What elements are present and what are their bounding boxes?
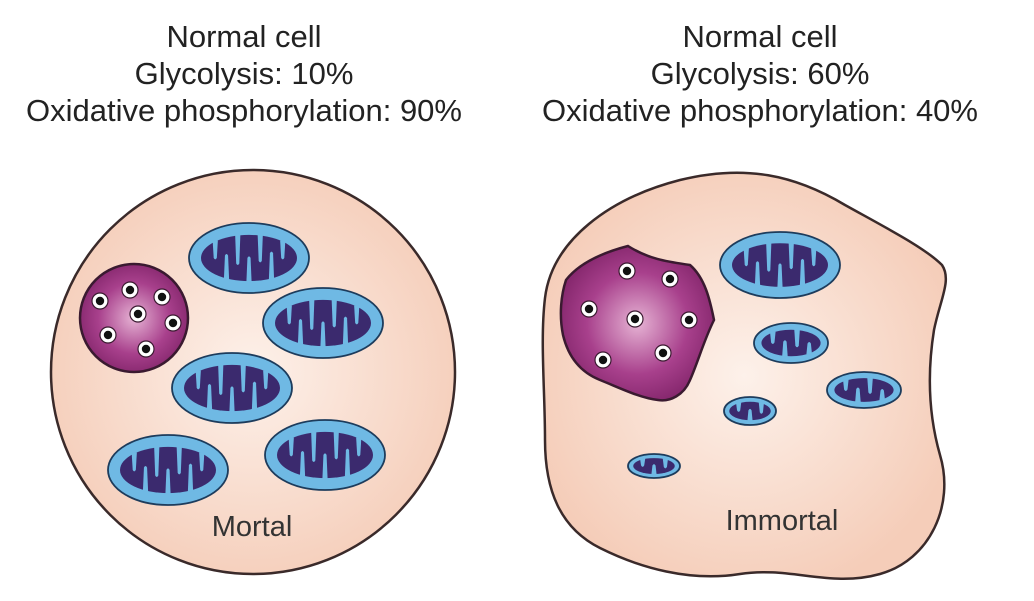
left-caption: Normal cell Glycolysis: 10% Oxidative ph… — [0, 18, 494, 129]
mortal-nucleolus — [137, 340, 155, 358]
mortal-nucleolus — [129, 305, 147, 323]
immortal-nucleolus — [594, 351, 612, 369]
right-title: Normal cell — [682, 19, 838, 54]
left-title: Normal cell — [166, 19, 322, 54]
mortal-nucleolus — [121, 281, 139, 299]
immortal-nucleolus — [661, 270, 679, 288]
right-glycolysis: Glycolysis: 60% — [650, 56, 870, 91]
mitochondrion — [627, 453, 681, 479]
mortal-nucleolus — [153, 288, 171, 306]
mitochondrion — [719, 231, 841, 299]
mitochondrion — [188, 222, 310, 294]
mitochondrion — [753, 322, 829, 364]
immortal-nucleolus — [626, 310, 644, 328]
immortal-label: Immortal — [726, 505, 839, 537]
mitochondrion — [171, 352, 293, 424]
immortal-cell: Immortal — [541, 171, 947, 581]
mortal-nucleolus — [164, 314, 182, 332]
mortal-label: Mortal — [212, 511, 293, 543]
mitochondrion — [264, 419, 386, 491]
immortal-mitochondria — [627, 231, 902, 479]
immortal-nucleolus — [654, 344, 672, 362]
left-oxphos: Oxidative phosphorylation: 90% — [26, 93, 462, 128]
mortal-nucleolus — [99, 326, 117, 344]
mitochondrion — [107, 434, 229, 506]
immortal-nucleolus — [580, 300, 598, 318]
mitochondrion — [262, 287, 384, 359]
immortal-nucleolus — [680, 311, 698, 329]
immortal-nucleolus — [618, 262, 636, 280]
left-glycolysis: Glycolysis: 10% — [134, 56, 354, 91]
mitochondrion — [826, 371, 902, 409]
mortal-nucleoli — [91, 281, 182, 358]
immortal-nucleoli — [580, 262, 698, 369]
mortal-nucleolus — [91, 292, 109, 310]
mitochondrion — [723, 396, 777, 426]
right-caption: Normal cell Glycolysis: 60% Oxidative ph… — [510, 18, 1010, 129]
mortal-cell: Mortal — [49, 168, 457, 576]
mortal-mitochondria — [107, 222, 386, 506]
right-oxphos: Oxidative phosphorylation: 40% — [542, 93, 978, 128]
